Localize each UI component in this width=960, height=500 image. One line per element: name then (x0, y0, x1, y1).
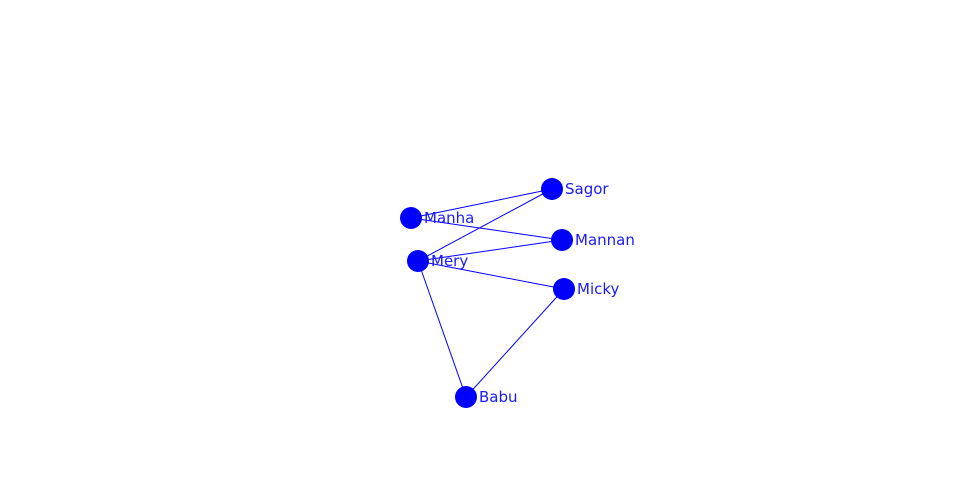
node-label-manha: Manha (424, 209, 474, 227)
node-marker-manha[interactable] (400, 207, 422, 229)
edge-mery-mannan (417, 239, 563, 262)
edge-mery-micky (417, 260, 565, 290)
node-manha[interactable]: Manha (400, 207, 474, 229)
node-label-mery: Mery (431, 252, 468, 270)
node-label-mannan: Mannan (575, 231, 635, 249)
node-babu[interactable]: Babu (455, 386, 518, 408)
node-mery[interactable]: Mery (407, 250, 468, 272)
node-sagor[interactable]: Sagor (541, 178, 609, 200)
edge-manha-sagor (410, 188, 553, 219)
edge-manha-mannan (410, 217, 563, 241)
node-micky[interactable]: Micky (553, 278, 620, 300)
node-marker-micky[interactable] (553, 278, 575, 300)
edges-layer (410, 188, 565, 398)
edge-mery-babu (417, 260, 467, 398)
node-label-sagor: Sagor (565, 180, 609, 198)
edge-mery-sagor (417, 188, 553, 262)
node-marker-sagor[interactable] (541, 178, 563, 200)
node-label-babu: Babu (479, 388, 518, 406)
node-marker-mery[interactable] (407, 250, 429, 272)
edge-babu-micky (465, 288, 565, 398)
node-marker-babu[interactable] (455, 386, 477, 408)
node-mannan[interactable]: Mannan (551, 229, 635, 251)
node-marker-mannan[interactable] (551, 229, 573, 251)
node-label-micky: Micky (577, 280, 620, 298)
